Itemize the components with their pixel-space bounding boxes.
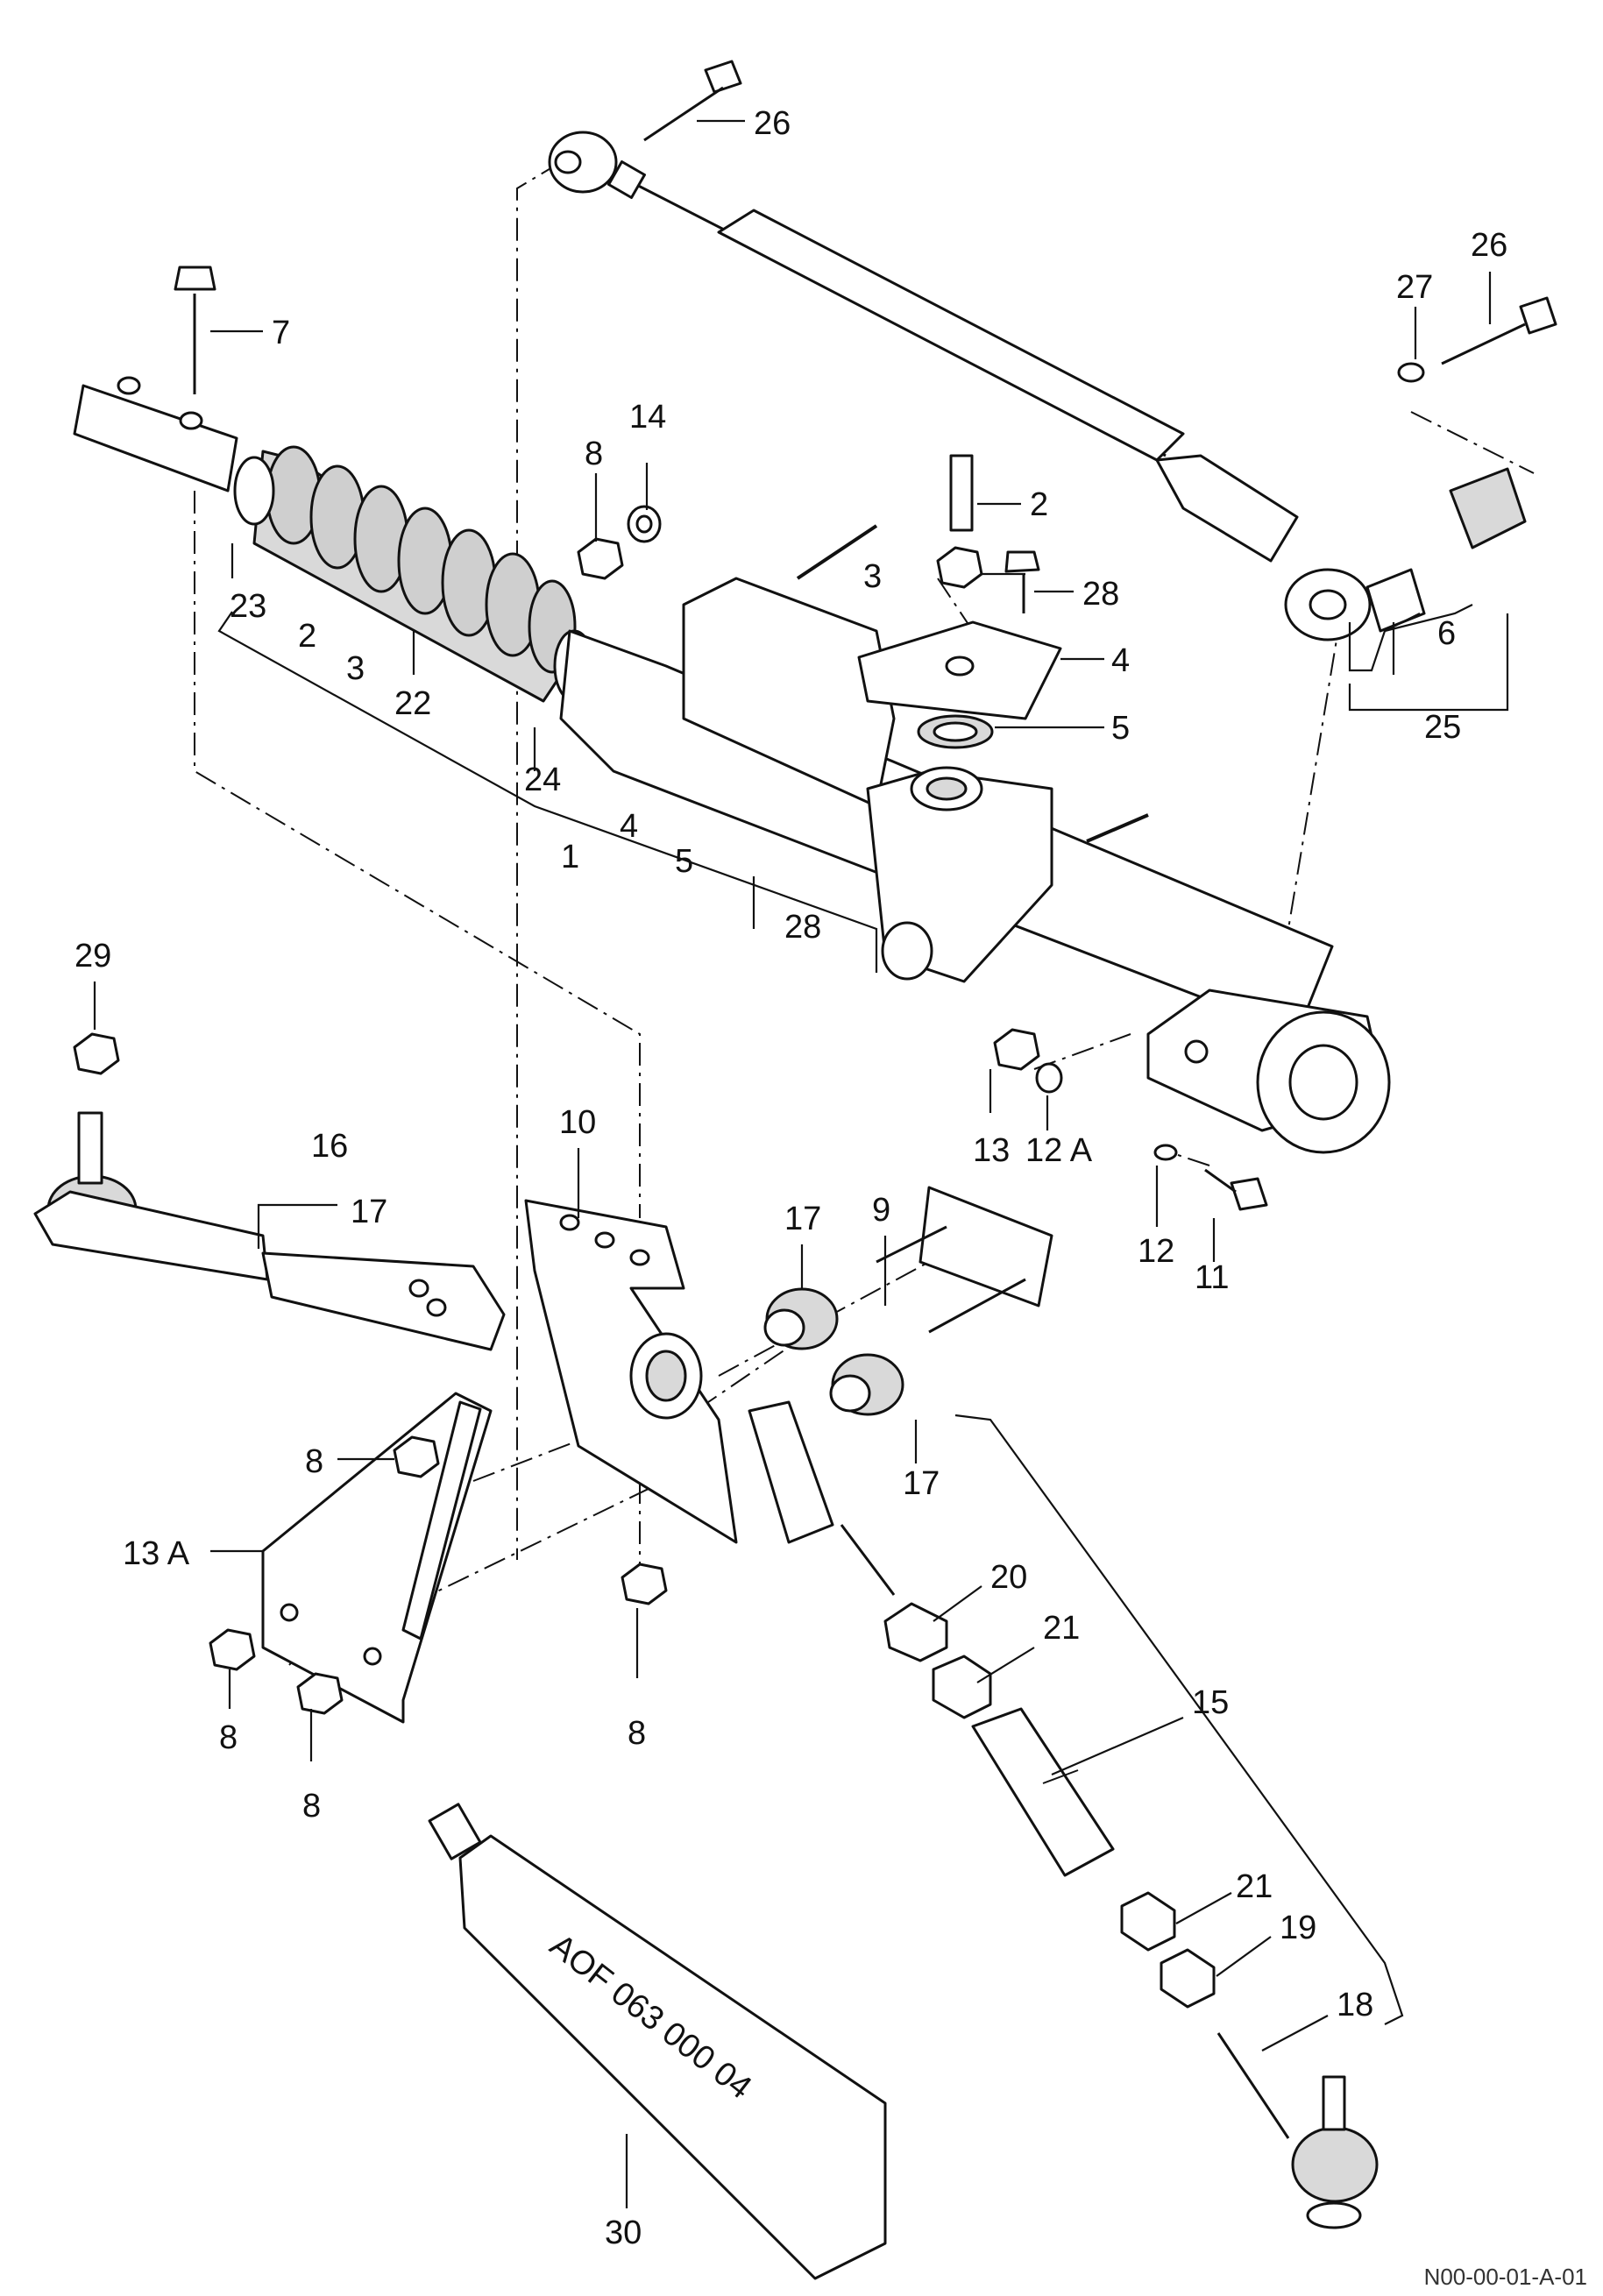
- nut-13: [993, 1028, 1040, 1071]
- callout-20: 20: [990, 1559, 1027, 1596]
- assembly-lines: [194, 161, 1535, 1666]
- drawing-reference-code: N00-00-01-A-01: [1423, 2264, 1587, 2290]
- callout-12: 12: [1138, 1233, 1174, 1270]
- callout-4a: 4: [1111, 642, 1130, 679]
- tie-rod-left: [33, 1111, 506, 1351]
- callout-21b: 21: [1236, 1868, 1273, 1905]
- callout-13: 13: [973, 1132, 1010, 1169]
- clip-12: [1153, 1144, 1178, 1161]
- callout-17a: 17: [351, 1194, 387, 1230]
- callout-18: 18: [1337, 1987, 1373, 2023]
- leader-lines: [93, 119, 1509, 2208]
- bolt-28: [1004, 550, 1040, 613]
- bolt-26-upper: [643, 60, 742, 142]
- bushing-6: [1365, 467, 1527, 633]
- nut-3: [936, 546, 983, 589]
- callout-16: 16: [311, 1128, 348, 1165]
- callout-26b: 26: [1471, 227, 1507, 264]
- callout-8d: 8: [302, 1788, 321, 1825]
- callout-labels: 26 26 27 7 14 8 2 3 28 4 5 6 25 23 2 3 2…: [74, 105, 1507, 2251]
- callout-2a: 2: [1030, 486, 1048, 523]
- bushing-17-lower: [829, 1353, 904, 1416]
- nut-8-bottom-b: [296, 1672, 344, 1715]
- callout-15: 15: [1192, 1684, 1229, 1721]
- nut-8-upper: [577, 537, 624, 580]
- callout-5b: 5: [675, 843, 693, 880]
- callout-23: 23: [230, 588, 266, 625]
- nut-8-bottom-a: [209, 1628, 256, 1671]
- bolt-7: [174, 266, 216, 394]
- callout-22: 22: [394, 685, 431, 722]
- callout-3a: 3: [863, 558, 882, 595]
- callout-24: 24: [524, 762, 561, 798]
- callout-14: 14: [629, 399, 666, 436]
- callout-27: 27: [1396, 269, 1433, 306]
- callout-8e: 8: [628, 1715, 646, 1752]
- bolt-26-right: [1397, 296, 1557, 383]
- bushing-17-upper: [763, 1287, 839, 1350]
- callout-12A: 12 A: [1025, 1132, 1093, 1169]
- callout-17b: 17: [784, 1201, 821, 1237]
- grease-tube-30: AOF 063 000 04: [428, 1803, 887, 2280]
- callout-8b: 8: [305, 1443, 323, 1480]
- callout-9: 9: [872, 1192, 890, 1229]
- callout-28a: 28: [1082, 576, 1119, 613]
- stud-2: [949, 454, 974, 532]
- callout-11: 11: [1195, 1259, 1229, 1296]
- callout-5a: 5: [1111, 710, 1130, 747]
- callout-21a: 21: [1043, 1610, 1080, 1647]
- callout-19: 19: [1280, 1910, 1316, 1946]
- callout-17c: 17: [903, 1465, 940, 1502]
- bracket-10: [524, 1199, 738, 1544]
- callout-8c: 8: [219, 1719, 238, 1756]
- nut-8-left: [393, 1435, 440, 1478]
- callout-10: 10: [559, 1104, 596, 1141]
- callout-30: 30: [605, 2215, 642, 2251]
- callout-26a: 26: [754, 105, 791, 142]
- callout-13A: 13 A: [123, 1535, 190, 1572]
- washer-14: [627, 505, 662, 543]
- callout-6: 6: [1437, 615, 1456, 652]
- bolt-11: [1204, 1168, 1268, 1211]
- callout-3b: 3: [346, 650, 365, 687]
- callout-1: 1: [561, 839, 579, 875]
- callout-8a: 8: [585, 436, 603, 472]
- callout-29: 29: [74, 938, 111, 974]
- tie-rod-right: [748, 1400, 1379, 2229]
- callout-7: 7: [272, 315, 290, 351]
- nut-29: [73, 1032, 120, 1075]
- washer-12A: [1035, 1062, 1063, 1094]
- callout-4b: 4: [620, 808, 638, 845]
- bracket-13A: [261, 1392, 493, 1724]
- nut-8-centre: [621, 1563, 668, 1605]
- callout-28b: 28: [784, 909, 821, 946]
- steering-rack-housing: [73, 376, 1391, 1154]
- bolt-9: [876, 1186, 1053, 1334]
- callout-2b: 2: [298, 618, 316, 655]
- callout-25: 25: [1424, 709, 1461, 746]
